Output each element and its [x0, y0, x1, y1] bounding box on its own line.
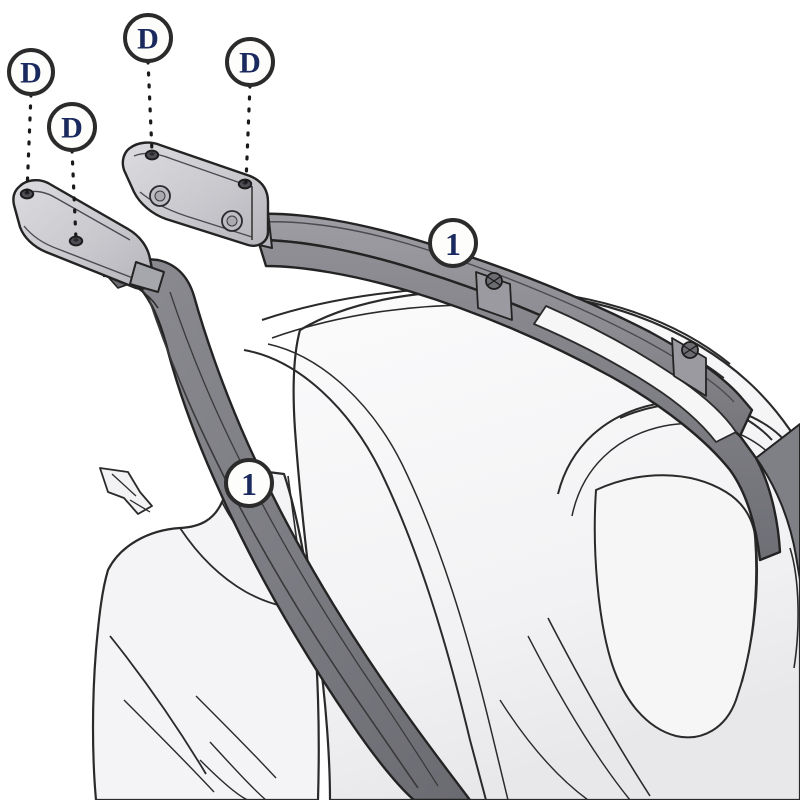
upper-bracket-rivet-a — [149, 185, 171, 207]
front-cowl-crease-4 — [123, 699, 215, 793]
rack-arm-highlight-ridge — [147, 295, 419, 789]
upper-bracket-hole-left — [144, 149, 160, 161]
tail-panel-inner-b — [571, 422, 777, 517]
callout-1-upper-circle[interactable] — [428, 218, 478, 268]
leader-d2 — [70, 148, 78, 242]
rack-bolt-boss-1 — [475, 271, 513, 321]
far-right-edge-shape — [789, 547, 799, 669]
callout-d4-label: D — [239, 47, 261, 80]
callout-d3-label: D — [137, 23, 159, 56]
lower-rear-sweep-1 — [547, 617, 651, 797]
callout-1-lower[interactable]: 1 — [224, 458, 274, 508]
callout-d4-circle[interactable] — [225, 37, 275, 87]
callout-1-lower-label: 1 — [241, 466, 257, 502]
rack-arm-highlight-ridge-2 — [169, 291, 439, 787]
upper-bracket-rivet-b — [221, 210, 243, 232]
upper-bracket-edge-line-bottom — [139, 191, 253, 238]
lower-mounting-bracket — [12, 178, 165, 293]
callout-bubbles: D D D D 1 1 — [7, 13, 478, 508]
callout-1-lower-circle[interactable] — [224, 458, 274, 508]
lower-bracket-edge-line-bottom — [23, 225, 139, 281]
leader-d4 — [244, 83, 252, 184]
lower-bracket-tail — [129, 261, 165, 293]
front-cowl-crease-5 — [195, 695, 277, 779]
callout-d4[interactable]: D — [225, 37, 275, 87]
callout-d2-label: D — [61, 112, 83, 145]
callout-d2[interactable]: D — [47, 102, 97, 152]
grab-peg-detail — [99, 467, 153, 515]
leader-d3 — [146, 59, 154, 154]
callout-d2-circle[interactable] — [47, 102, 97, 152]
rack-cutout-window — [533, 305, 737, 443]
callout-d1-label: D — [20, 57, 42, 90]
tail-vent-shape — [593, 474, 759, 739]
lower-bracket-hole-right — [68, 235, 84, 247]
callout-leaders — [25, 59, 252, 242]
lower-rear-sweep-3 — [499, 699, 589, 800]
lower-strake-b — [209, 741, 267, 800]
cowl-sweep-line-1 — [243, 349, 487, 800]
lower-rear-sweep-2 — [527, 635, 631, 800]
callout-d1-circle[interactable] — [7, 48, 55, 96]
rack-tail-end — [755, 423, 800, 581]
upper-mounting-bracket — [121, 141, 270, 247]
scooter-body-group — [91, 286, 800, 800]
callout-1-upper-label: 1 — [445, 226, 461, 262]
front-cowl-crease-1 — [109, 635, 207, 775]
callout-d3[interactable]: D — [123, 13, 173, 63]
cowl-sweep-line-2 — [267, 343, 509, 800]
rack-bolt-boss-2 — [671, 337, 707, 397]
callout-d1[interactable]: D — [7, 48, 55, 96]
callout-d3-circle[interactable] — [123, 13, 173, 63]
lower-strake-a — [199, 759, 249, 800]
leader-d1 — [25, 92, 33, 194]
callout-1-upper[interactable]: 1 — [428, 218, 478, 268]
